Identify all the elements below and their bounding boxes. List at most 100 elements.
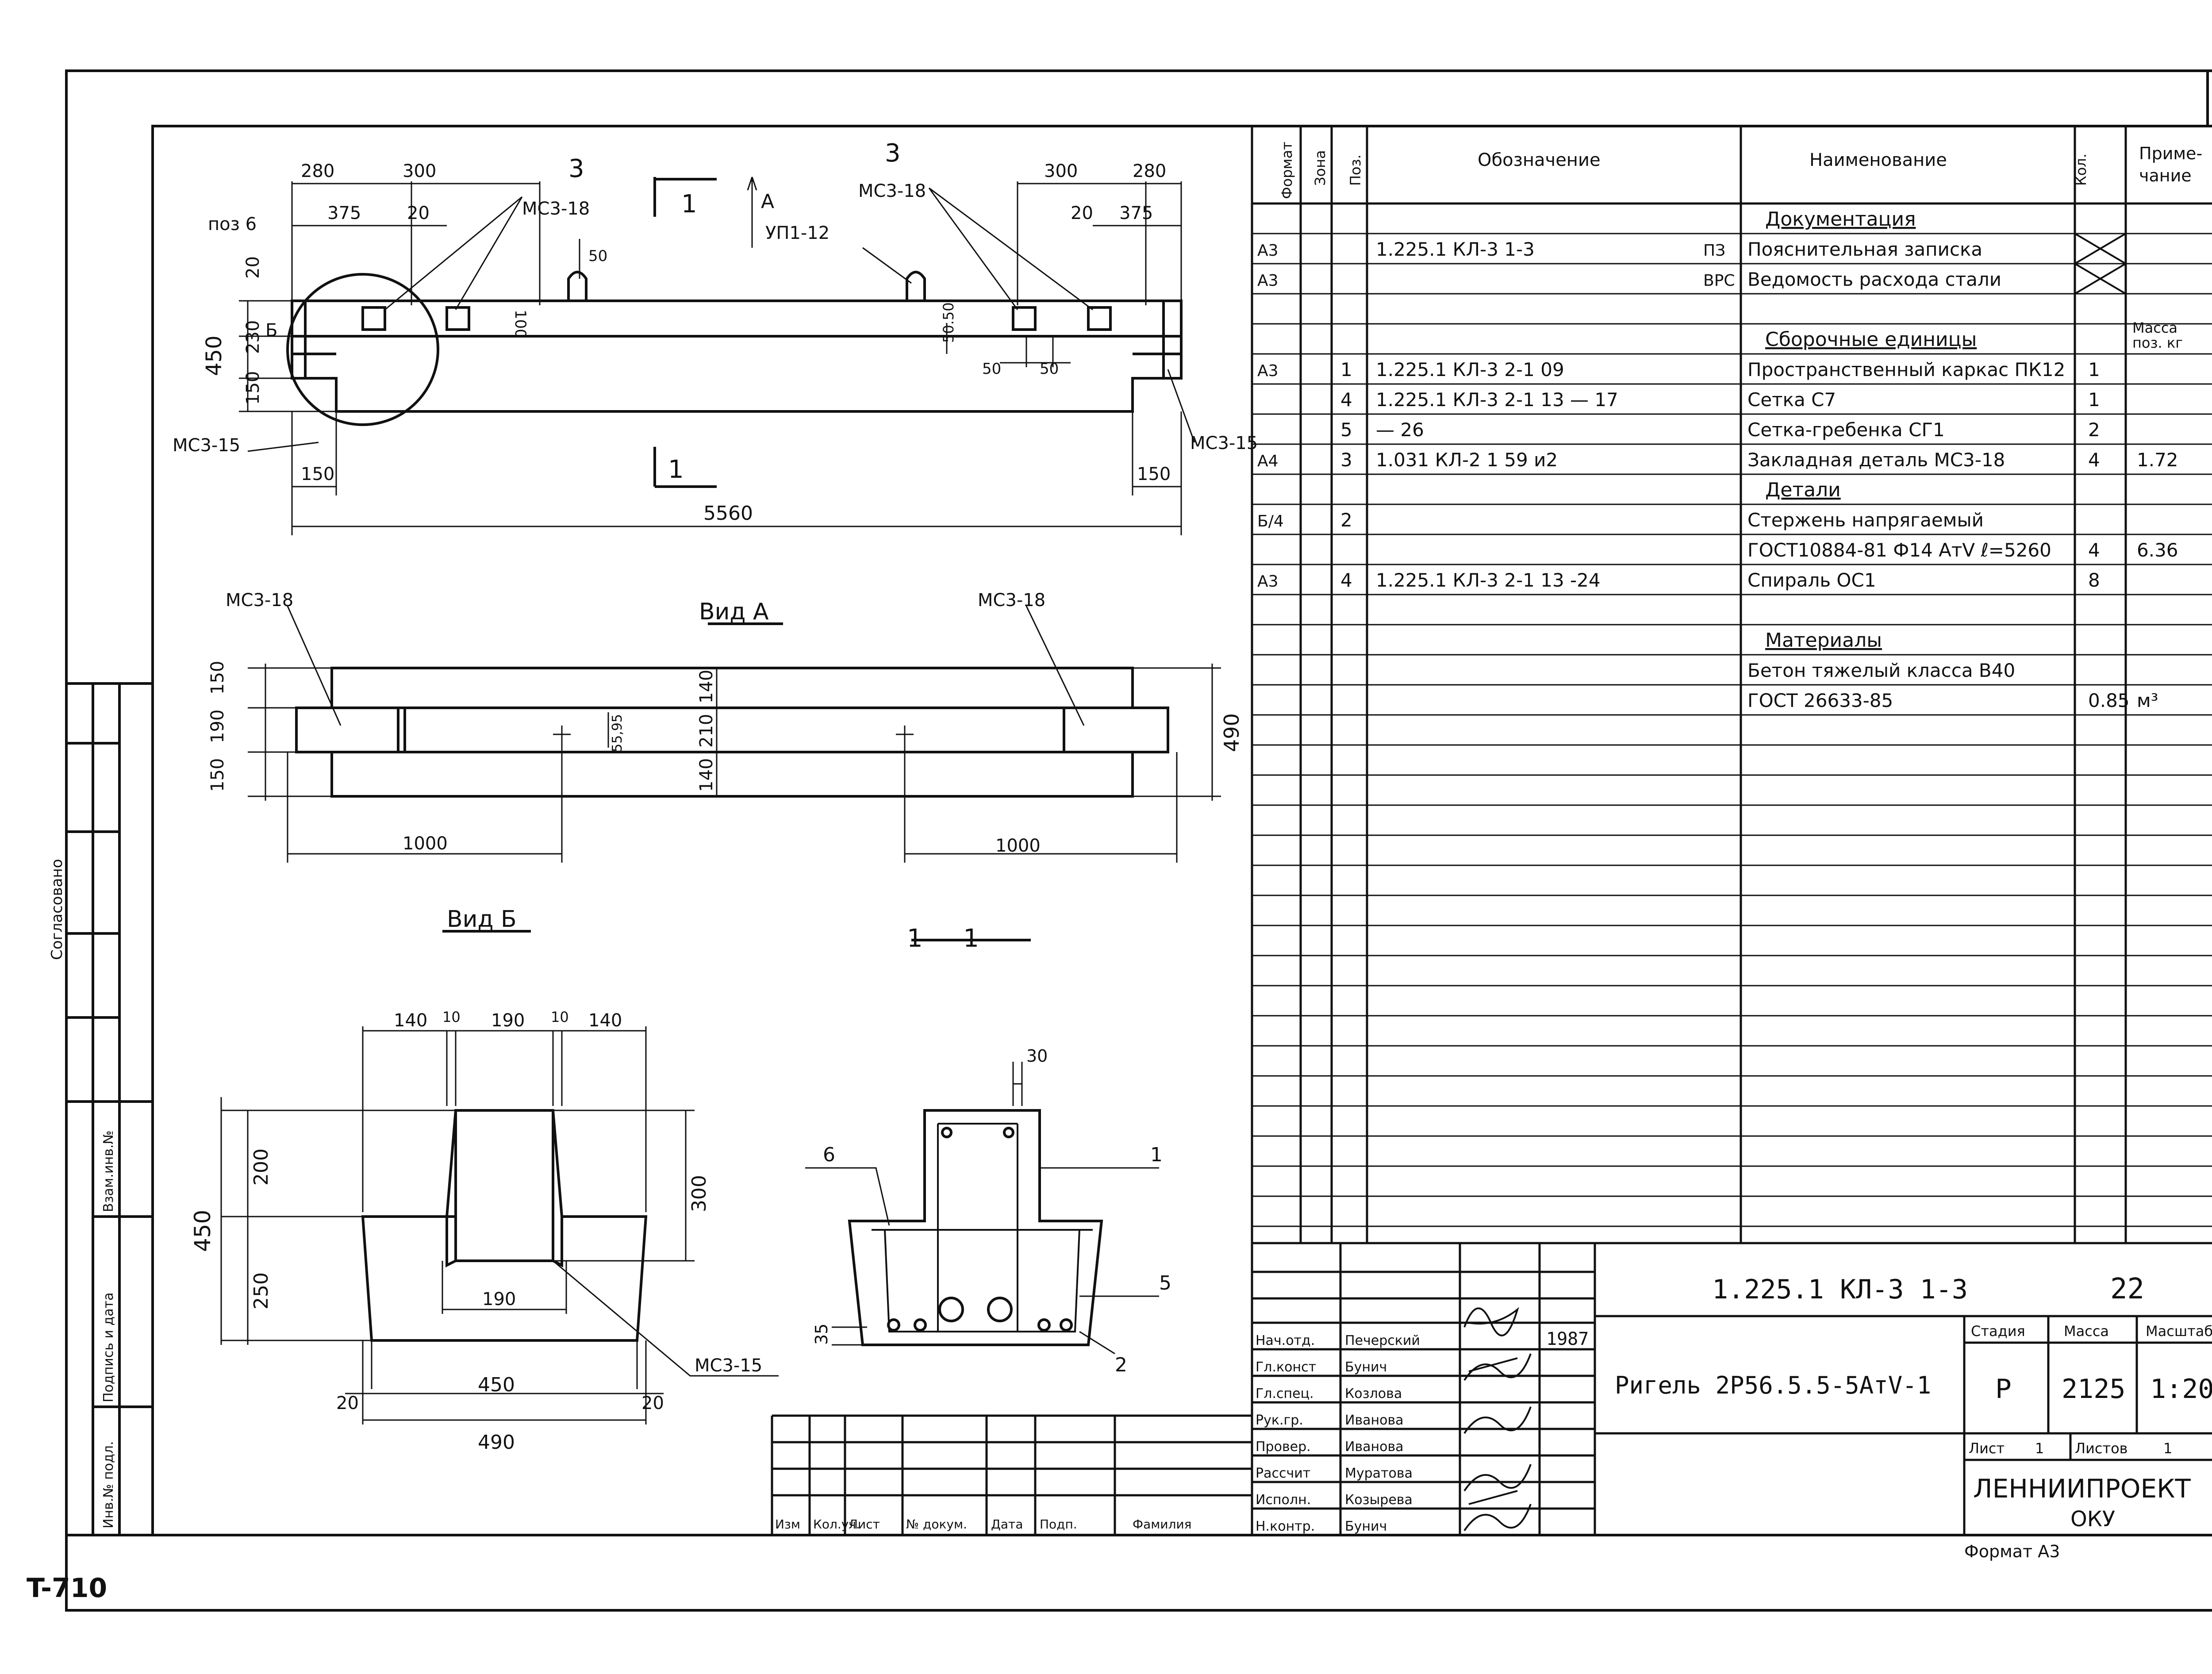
view-a-dim-5595: 55,95 [610, 714, 625, 752]
view-b-dim-250: 250 [250, 1272, 273, 1309]
side-label-inv: Инв.№ подл. [101, 1441, 116, 1528]
spec-cell-qty: 4 [2088, 539, 2100, 561]
spec-cell-note: 6.36 [2137, 539, 2178, 561]
tb-role: Нач.отд. [1256, 1333, 1315, 1348]
elev-dim-375a: 375 [327, 203, 361, 223]
tb-person: Муратова [1345, 1466, 1413, 1481]
spec-cell-pos: 4 [1340, 569, 1352, 591]
spec-cell-name: Сетка-гребенка СГ1 [1747, 419, 1945, 441]
beam-outline [291, 299, 1183, 413]
spec-header-designation: Обозначение [1478, 150, 1601, 170]
elev-label-mc318-left: МС3-18 [522, 199, 590, 219]
spec-mass-note-1: Масса [2132, 319, 2177, 336]
elev-dim-5560: 5560 [703, 502, 753, 525]
section-pos2: 2 [1115, 1354, 1127, 1376]
view-b-dim-200: 200 [250, 1148, 273, 1186]
tb-person: Иванова [1345, 1439, 1404, 1455]
view-b-dim-20r: 20 [641, 1393, 664, 1413]
signatures [1463, 1307, 1532, 1532]
tb-dept: ОКУ [2070, 1507, 2115, 1532]
embed-mc318-2 [445, 306, 470, 331]
page-number-box [2206, 71, 2212, 127]
spec-header-zone: Зона [1312, 150, 1329, 186]
tb-role: Рук.гр. [1256, 1413, 1303, 1428]
side-label-agreed: Согласовано [48, 859, 66, 960]
tb-mass-label: Масса [2064, 1323, 2109, 1340]
view-a-dim-140b: 140 [696, 758, 717, 792]
elev-dim-5050: 50.50 [940, 302, 957, 343]
tb-sheet-number: 22 [2110, 1273, 2144, 1305]
spec-cell-name: Пояснительная записка [1747, 238, 1982, 260]
lift-loop-1 [567, 271, 588, 301]
elev-dim-150r: 150 [1137, 464, 1171, 484]
spec-cell-qty: 1 [2088, 359, 2100, 380]
elev-label-b: Б [265, 320, 277, 341]
spec-cell-format: Б/4 [1257, 512, 1284, 530]
title-block-text: 1.225.1 КЛ-3 1-3 22 Ригель 2Р56.5.5-5АтV… [1546, 1273, 2212, 1561]
section-labels: 1 — 1 6 1 5 2 30 35 [812, 924, 1171, 1376]
spec-cell-name: Ведомость расхода стали [1747, 269, 2001, 290]
view-b-dim-140b: 140 [588, 1010, 622, 1031]
rev-header: Лист [849, 1517, 880, 1532]
spec-cell-code: ВРС [1703, 272, 1735, 290]
spec-cell-code: ПЗ [1703, 242, 1725, 260]
spec-header-note-1: Приме- [2139, 144, 2202, 163]
elev-dim-375b: 375 [1119, 203, 1153, 223]
spec-cell-qty: 4 [2088, 449, 2100, 471]
tb-role: Рассчит [1256, 1466, 1310, 1481]
embed-mc318-1 [361, 306, 386, 331]
inner-frame [151, 125, 2212, 1536]
spec-cell-format: А4 [1257, 452, 1279, 470]
tb-scale: 1:20 [2150, 1374, 2212, 1405]
elev-label-up: УП1-12 [765, 223, 830, 243]
spec-cell-name: Бетон тяжелый класса В40 [1747, 660, 2015, 681]
elev-dim-50h2: 50 [1040, 360, 1059, 378]
view-b-dim-450: 450 [478, 1374, 515, 1396]
view-a-title: Вид А [699, 599, 769, 625]
elev-dim-230: 230 [243, 320, 263, 354]
side-label-replace: Взам.инв.№ [101, 1130, 116, 1212]
spec-header-format: Формат [1279, 142, 1295, 199]
tb-mass: 2125 [2062, 1374, 2126, 1405]
spec-cell-qty: 0.85 [2088, 690, 2130, 711]
tb-person: Бунич [1345, 1519, 1387, 1534]
tb-sheets-label: Листов [2075, 1440, 2128, 1457]
spec-headers: Формат Зона Поз. Обозначение Наименовани… [1279, 142, 2202, 199]
tb-person: Козлова [1345, 1386, 1402, 1401]
view-b-labels: Вид Б МС3-15 140 10 190 10 140 450 200 2… [190, 906, 762, 1454]
section-1-1 [805, 939, 1159, 1355]
spec-cell-pos: 2 [1340, 509, 1352, 531]
view-b-title: Вид Б [447, 906, 517, 933]
elev-section-mark-bottom: 1 [668, 455, 684, 484]
elev-label-mc318-right: МС3-18 [858, 181, 926, 201]
elevation-view [239, 177, 1195, 535]
spec-header-pos: Поз. [1347, 154, 1364, 186]
elev-label-item3-right: 3 [885, 139, 901, 168]
elev-dim-100: 100 [511, 310, 529, 338]
detail-circle [286, 273, 439, 426]
spec-cell-qty: 2 [2088, 419, 2100, 441]
view-b-dim-10b: 10 [551, 1009, 569, 1025]
spec-mass-note-2: поз. кг [2132, 334, 2183, 351]
spec-cell-format: А3 [1257, 242, 1279, 260]
spec-cell-note: 1.72 [2137, 449, 2178, 471]
tb-stage: Р [1995, 1374, 2011, 1405]
spec-header-note-2: чание [2139, 166, 2192, 185]
view-a-dim-1000b: 1000 [995, 836, 1041, 856]
spec-cell-pos: 1 [1340, 359, 1352, 380]
elev-dim-300a: 300 [403, 161, 436, 181]
side-code: T-710 [27, 1573, 107, 1604]
elev-dim-20b: 20 [1071, 203, 1093, 223]
embed-mc318-3 [1012, 306, 1037, 331]
spec-header-name: Наименование [1809, 150, 1947, 170]
section-pos6: 6 [823, 1144, 835, 1166]
view-b-dim-20l: 20 [336, 1393, 359, 1413]
spec-cell-name: Стержень напрягаемый [1747, 509, 1984, 531]
tb-scale-label: Масштаб [2146, 1323, 2212, 1340]
elev-label-item3-left: 3 [568, 154, 584, 183]
tb-person: Печерский [1345, 1333, 1420, 1348]
elevation-labels: 3 МС3-18 3 МС3-18 УП1-12 А поз 6 Б МС3-1… [173, 139, 1258, 525]
